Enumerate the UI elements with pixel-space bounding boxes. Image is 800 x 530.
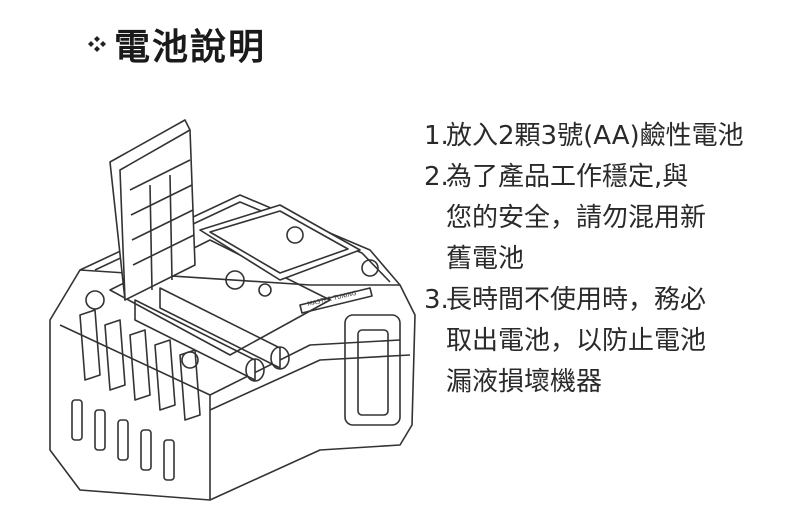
instruction-line: 長時間不使用時，務必 xyxy=(446,285,707,315)
instructions-list: 1. 放入2顆3號(AA)鹼性電池 2. 為了產品工作穩定,與 您的安全，請勿混… xyxy=(424,116,784,403)
instruction-line: 放入2顆3號(AA)鹼性電池 xyxy=(446,121,744,151)
instruction-number: 1. xyxy=(424,121,449,151)
instruction-item: 3. 長時間不使用時，務必 取出電池，以防止電池 漏液損壞機器 xyxy=(424,280,784,403)
instruction-line: 漏液損壞機器 xyxy=(446,367,603,397)
instruction-line: 舊電池 xyxy=(446,244,525,274)
battery-compartment-illustration: MASTER TUNING xyxy=(49,119,416,501)
instruction-number: 2. xyxy=(424,162,449,192)
instruction-line: 取出電池，以防止電池 xyxy=(446,326,707,356)
section-heading: 電池說明 xyxy=(86,18,266,70)
page-title: 電池說明 xyxy=(114,27,267,68)
instruction-number: 3. xyxy=(424,285,449,315)
instruction-item: 2. 為了產品工作穩定,與 您的安全，請勿混用新 舊電池 xyxy=(424,157,784,280)
diamond-bullet-icon xyxy=(88,36,106,52)
instruction-line: 您的安全，請勿混用新 xyxy=(446,203,707,233)
instruction-item: 1. 放入2顆3號(AA)鹼性電池 xyxy=(424,116,784,157)
instruction-line: 為了產品工作穩定,與 xyxy=(446,162,689,192)
